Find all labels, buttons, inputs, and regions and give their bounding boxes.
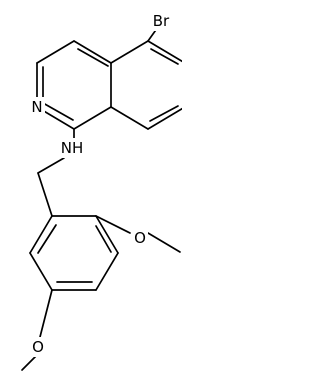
bond-r2-r3 bbox=[95, 215, 119, 254]
amine-label: NH bbox=[61, 139, 84, 157]
bond-r3-r4 bbox=[95, 252, 119, 291]
bond-r6-r1 bbox=[29, 215, 53, 254]
atom-ring-nitrogen: N bbox=[29, 97, 45, 117]
bond-ch2-aryl bbox=[37, 172, 53, 217]
bromine-label: Br bbox=[153, 12, 170, 30]
bond-c4-c4a bbox=[73, 40, 112, 64]
bond-nh-ch2 bbox=[37, 157, 65, 174]
bond-c5-c6-inner bbox=[150, 48, 179, 65]
bond-r5-r6 bbox=[29, 252, 53, 291]
bond-c1-n2-inner bbox=[42, 102, 74, 121]
atom-bromine: Br bbox=[150, 11, 172, 31]
bond-c7-c8 bbox=[147, 107, 182, 130]
bond-r6-r1-inner bbox=[37, 224, 57, 254]
bond-c3-c4 bbox=[36, 40, 75, 64]
atom-methoxy-oxygen-2: O bbox=[30, 337, 46, 357]
bond-c7-c8-inner bbox=[149, 105, 179, 122]
bond-c4-c4a-inner bbox=[77, 48, 109, 67]
methoxy-oxygen-2-label: O bbox=[32, 338, 44, 356]
atom-methoxy-oxygen-1: O bbox=[132, 228, 148, 248]
molecule-diagram: Br N NH O O bbox=[21, 11, 182, 371]
bond-c8-c8a bbox=[110, 106, 149, 130]
bond-r2-o1 bbox=[95, 215, 131, 234]
ring-nitrogen-label: N bbox=[31, 98, 42, 116]
atom-amine: NH bbox=[57, 138, 87, 158]
bond-layer bbox=[21, 26, 182, 371]
bond-o2-me bbox=[21, 355, 37, 371]
methoxy-oxygen-1-label: O bbox=[134, 229, 146, 247]
bond-r5-o2 bbox=[39, 289, 53, 338]
bond-c4a-c5 bbox=[110, 40, 149, 64]
molecule-structure: Br N NH O O bbox=[21, 11, 182, 371]
atom-label-layer: Br N NH O O bbox=[29, 11, 172, 357]
bond-c8a-c1 bbox=[73, 106, 112, 130]
bond-o1-me bbox=[147, 232, 181, 253]
bond-r2-r3-inner bbox=[95, 225, 112, 253]
bond-c5-c6 bbox=[147, 40, 182, 63]
